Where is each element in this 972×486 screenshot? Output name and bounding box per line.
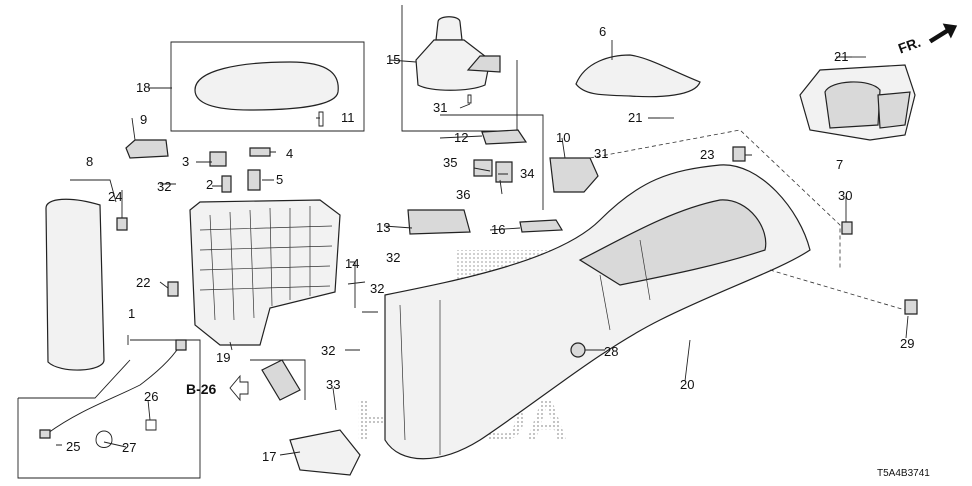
switch-group-box [440,114,544,210]
armrest-group-box [170,41,365,132]
shift-boot-group-box [401,5,518,132]
ref-label: B-26 [186,381,217,397]
callout: 18 [136,80,150,95]
callout: 32 [370,281,384,296]
callout: 14 [345,256,359,271]
clip-2 [221,175,232,193]
callout: 27 [122,440,136,455]
armrest-lid [194,61,339,111]
callout: 7 [836,157,843,172]
front-direction-indicator: FR. [896,23,958,57]
callout: 24 [108,189,122,204]
callout: 13 [376,220,390,235]
clip-30 [841,221,853,235]
harness-wire [47,341,183,434]
clip-3 [209,151,227,167]
diagram-code: T5A4B3741 [877,468,930,479]
clip-31a [467,94,472,104]
callout: 8 [86,154,93,169]
harness-group-box [17,339,201,479]
callout: 34 [520,166,534,181]
callout: 36 [456,187,470,202]
center-console [384,164,811,460]
callout: 3 [182,154,189,169]
callout: 23 [700,147,714,162]
harness-leader-box [18,359,131,399]
harness-connector-a [175,339,187,351]
bolt-22 [167,281,179,297]
bracket-17 [289,429,361,476]
callout: 12 [454,130,468,145]
arrow-icon [928,23,958,44]
callout: 2 [206,177,213,192]
switch-12 [481,129,528,145]
clip-23 [732,146,746,162]
bracket-group-box [250,359,306,400]
callout: 21 [834,49,848,64]
callout: 30 [838,188,852,203]
switch-9 [125,139,169,159]
callout: 6 [599,24,606,39]
callout: 1 [128,306,135,321]
left-arrow-icon [229,374,249,402]
callout: 32 [157,179,171,194]
callout: 35 [443,155,457,170]
callout: 31 [433,100,447,115]
shift-panel [575,54,701,98]
clamp-26 [145,419,157,431]
harness-connector-b [39,429,51,439]
callout: 22 [136,275,150,290]
clamp-27 [95,430,113,448]
grommet-28 [570,342,586,358]
clip-4 [249,147,271,157]
panel-13 [407,209,471,235]
callout: 29 [900,336,914,351]
leader-8 [70,179,117,203]
screw-11 [318,111,324,127]
bracket-5 [247,169,261,191]
callout: 20 [680,377,694,392]
callout: 11 [341,110,355,125]
callout: 10 [556,130,570,145]
callout: 5 [276,172,283,187]
cover-16 [519,219,564,233]
console-box [189,199,341,346]
connector-17 [261,359,301,401]
socket-35 [473,159,493,177]
ref-arrow: B-26 [186,374,249,402]
bolt-29 [904,299,918,315]
callout: 28 [604,344,618,359]
callout: 33 [326,377,340,392]
dashed-outline-b [769,269,906,311]
callout: 32 [386,250,400,265]
callout: 32 [321,343,335,358]
callout: 4 [286,146,293,161]
cup-holder [799,64,916,141]
callout: 17 [262,449,276,464]
callout: 19 [216,350,230,365]
callout: 25 [66,439,80,454]
callout: 31 [594,146,608,161]
bracket-14 [347,262,366,308]
panel-10 [549,157,599,193]
clip-24 [116,217,128,231]
callout: 26 [144,389,158,404]
callout: 9 [140,112,147,127]
leader-lines [56,40,909,456]
callout: 16 [491,222,505,237]
side-panel [45,198,105,371]
callout: 15 [386,52,400,67]
socket-34 [495,161,513,183]
shift-boot [415,16,501,91]
callout: 21 [628,110,642,125]
direction-label: FR. [896,34,923,57]
